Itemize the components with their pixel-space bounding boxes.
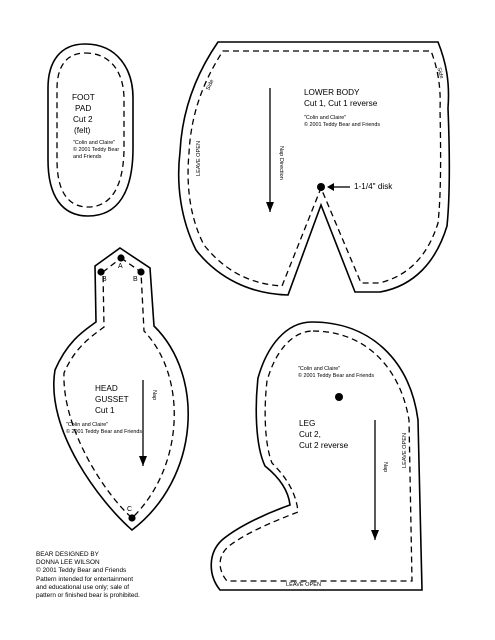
foot-pad-copyright-3: and Friends [73,154,102,160]
head-gusset-copyright-2: © 2001 Teddy Bear and Friends [66,429,143,435]
head-gusset-mark-c [128,514,136,522]
credits-line-5: and educational use only; sale of [36,583,130,591]
leg-placement-mark [335,393,343,401]
head-gusset-mark-c-label: C [127,506,133,513]
lower-body-name: LOWER BODY [304,88,360,97]
credits-line-6: pattern or finished bear is prohibited. [36,591,140,599]
foot-pad-copyright-2: © 2001 Teddy Bear [73,147,120,153]
lower-body-leave-open: LEAVE OPEN [196,140,202,176]
foot-pad-name: FOOT [72,93,95,102]
leg-copyright-1: "Colin and Claire" [298,366,341,372]
leg-piece [210,321,423,591]
lower-body-cut: Cut 1, Cut 1 reverse [304,99,378,108]
foot-pad-copyright-1: "Colin and Claire" [73,140,116,146]
head-gusset-copyright-1: "Colin and Claire" [66,422,109,428]
head-gusset-mark-b1 [97,268,105,276]
head-gusset-cut: Cut 1 [95,406,115,415]
head-gusset-mark-a-label: A [118,263,123,270]
credits-line-1: BEAR DESIGNED BY [36,551,99,558]
leg-copyright-2: © 2001 Teddy Bear and Friends [298,373,375,379]
leg-leave-open-side: LEAVE OPEN [402,432,408,468]
head-gusset-mark-b1-label: B [102,276,107,283]
head-gusset-name: HEAD [95,384,118,393]
foot-pad-name-2: PAD [75,104,92,113]
leg-leave-open-bottom: LEAVE OPEN [286,582,322,588]
head-gusset-nap-label: Nap [151,390,157,401]
lower-body-piece [177,41,451,296]
leg-nap-label: Nap [382,462,388,473]
lower-body-copyright-1: "Colin and Claire" [304,115,347,121]
credits-line-3: © 2001 Teddy Bear and Friends [36,567,127,575]
leg-cut: Cut 2, [299,430,321,439]
head-gusset-mark-a [117,254,125,262]
lower-body-disk-label: 1-1/4" disk [354,182,393,191]
head-gusset-name-2: GUSSET [95,395,129,404]
credits-line-4: Pattern intended for entertainment [36,575,133,583]
foot-pad-material: (felt) [74,126,91,135]
head-gusset-mark-b2 [137,268,145,276]
lower-body-copyright-2: © 2001 Teddy Bear and Friends [304,122,381,128]
foot-pad-cut: Cut 2 [73,115,93,124]
head-gusset-piece [53,247,189,532]
head-gusset-mark-b2-label: B [133,276,138,283]
foot-pad-piece [47,43,134,217]
lower-body-disk-mark [317,183,325,191]
leg-cut-2: Cut 2 reverse [299,441,349,450]
credits-block: BEAR DESIGNED BY DONNA LEE WILSON © 2001… [36,551,140,600]
leg-name: LEG [299,419,316,428]
lower-body-nap-label: Nap Direction [278,146,284,180]
credits-line-2: DONNA LEE WILSON [36,559,100,567]
